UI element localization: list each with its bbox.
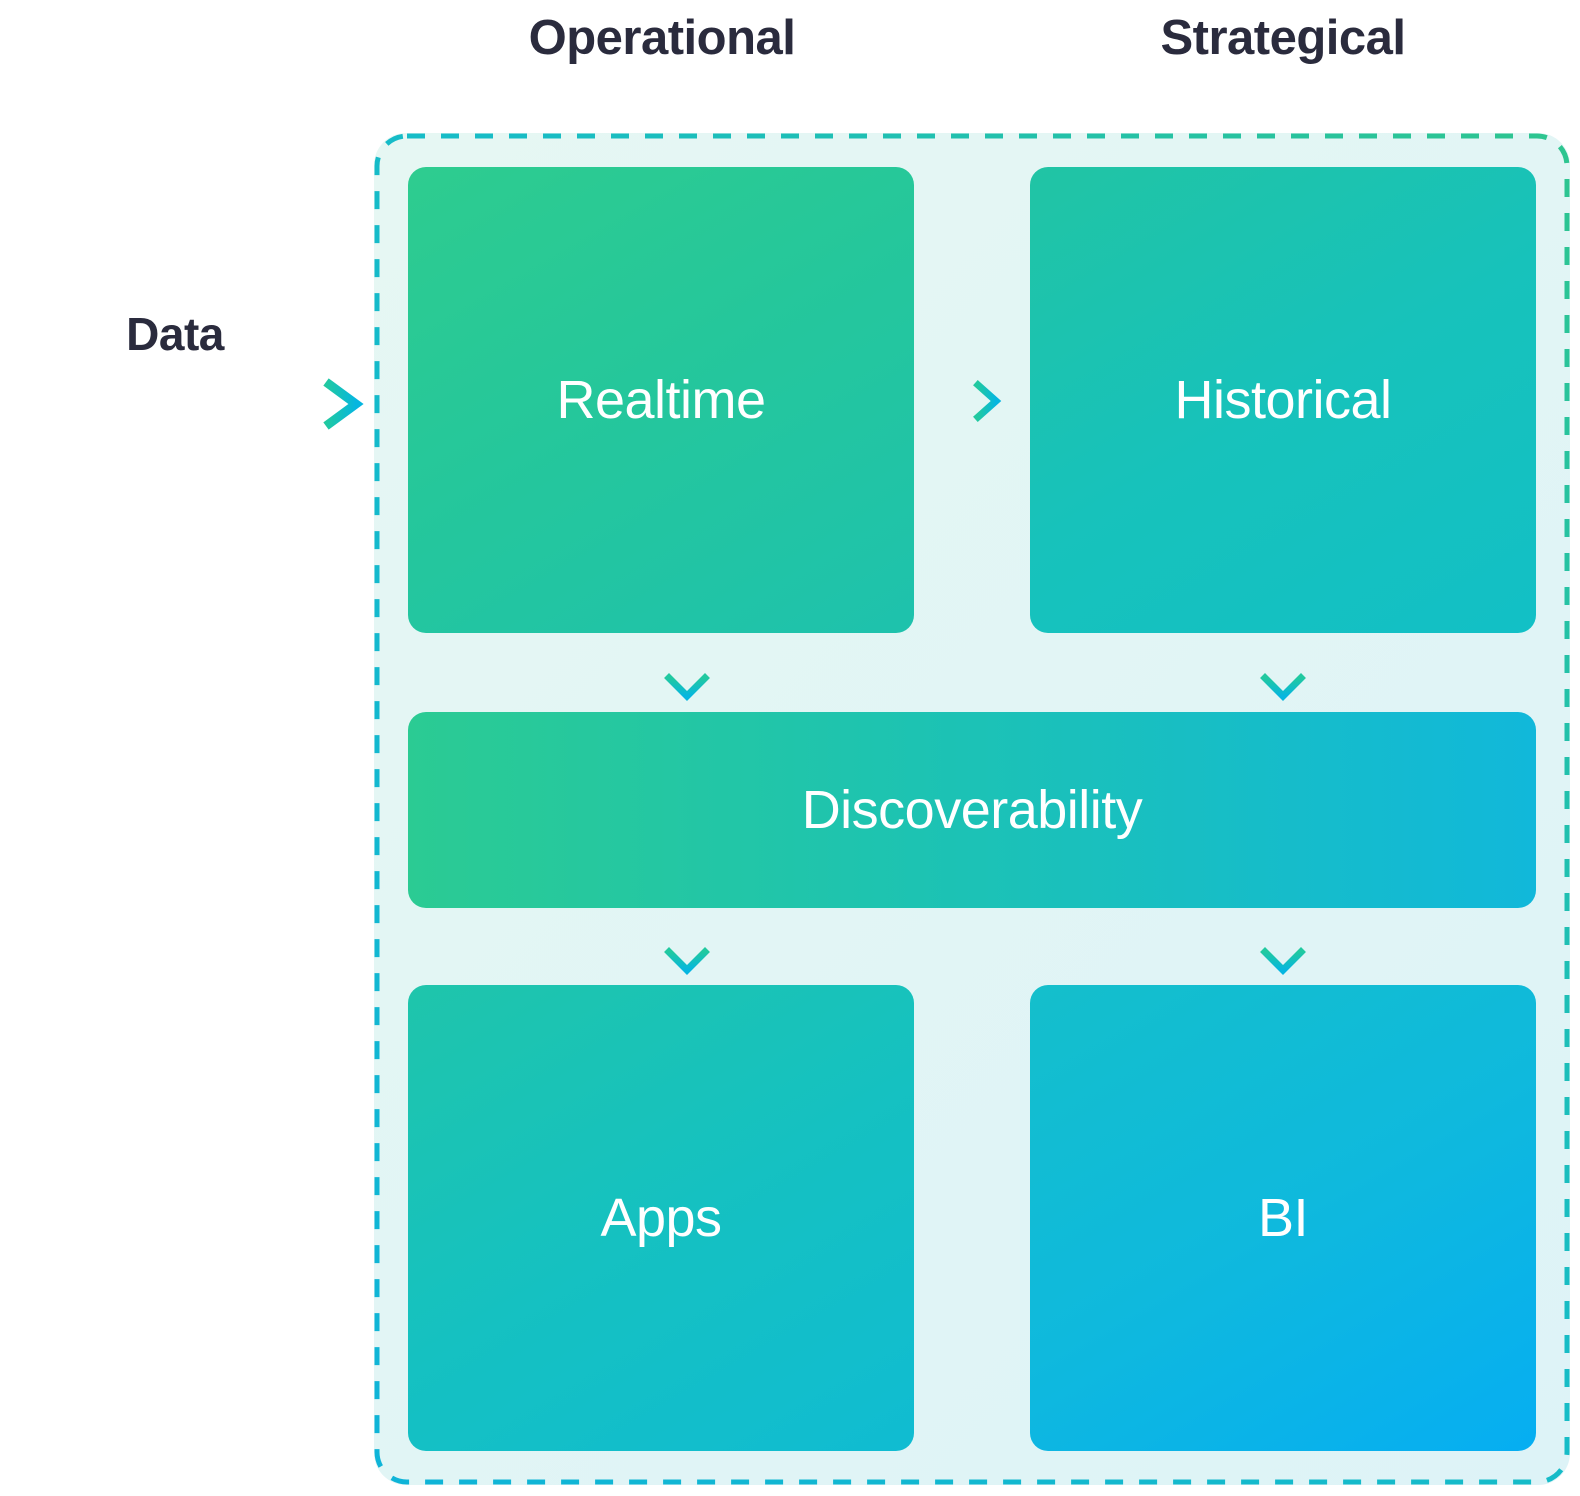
node-label-discoverability: Discoverability [801,780,1143,840]
arrow-right-icon-data-inflow [0,378,364,430]
arrow-down-icon-discoverability-to-bi [1260,916,1306,975]
arrow-down-icon-discoverability-to-apps [664,916,710,975]
node-label-realtime: Realtime [556,370,766,430]
node-card-historical[interactable]: Historical [1030,167,1536,633]
arrow-right-icon-realtime-to-historical [934,380,1002,422]
node-card-discoverability[interactable]: Discoverability [408,712,1536,908]
arrow-down-icon-realtime-to-discoverability [664,642,710,701]
node-label-bi: BI [1257,1188,1309,1248]
column-header-strategical: Strategical [1160,11,1406,65]
node-card-realtime[interactable]: Realtime [408,167,914,633]
arrow-down-icon-historical-to-discoverability [1260,642,1306,701]
node-card-apps[interactable]: Apps [408,985,914,1451]
node-label-historical: Historical [1174,370,1392,430]
data-input-label: Data [126,308,224,360]
node-label-apps: Apps [600,1188,722,1248]
column-header-operational: Operational [528,11,796,65]
node-card-bi[interactable]: BI [1030,985,1536,1451]
